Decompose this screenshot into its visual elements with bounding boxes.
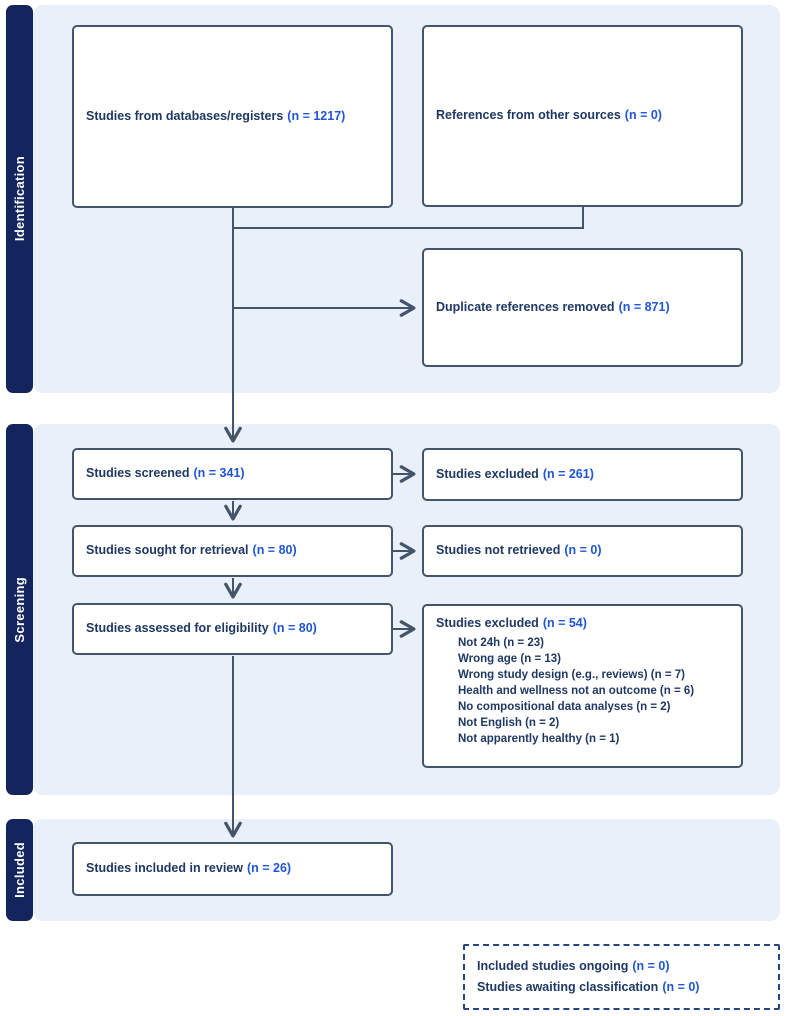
- box-label: Studies awaiting classification: [477, 980, 659, 994]
- exclusion-reason: Wrong age (n = 13): [458, 652, 561, 665]
- identification-label: Identification: [12, 156, 27, 242]
- sidebar-included: Included: [6, 819, 33, 921]
- box-references-other-sources: References from other sources(n = 0): [422, 25, 743, 207]
- exclusion-reason: Not apparently healthy (n = 1): [458, 732, 620, 745]
- box-text: Studies from databases/registers(n = 121…: [86, 109, 345, 125]
- box-count: (n = 871): [618, 299, 670, 314]
- box-count: (n = 0): [662, 980, 700, 994]
- box-label: Studies excluded: [436, 466, 539, 481]
- screening-label: Screening: [12, 576, 27, 643]
- box-label: Studies screened: [86, 466, 190, 481]
- included-label: Included: [12, 842, 27, 898]
- box-studies-screened: Studies screened(n = 341): [72, 448, 393, 500]
- box-count: (n = 80): [272, 621, 317, 636]
- exclusion-reason-list: Not 24h (n = 23) Wrong age (n = 13) Wron…: [458, 635, 694, 747]
- box-count: (n = 80): [252, 543, 297, 558]
- sidebar-screening: Screening: [6, 424, 33, 795]
- box-text: Duplicate references removed(n = 871): [436, 300, 670, 316]
- box-text: Studies included in review(n = 26): [86, 861, 291, 877]
- exclusion-reason: Not 24h (n = 23): [458, 636, 544, 649]
- box-label: Studies sought for retrieval: [86, 543, 249, 558]
- box-count: (n = 1217): [287, 108, 346, 123]
- box-text: Studies not retrieved(n = 0): [436, 543, 602, 559]
- box-studies-not-retrieved: Studies not retrieved(n = 0): [422, 525, 743, 577]
- box-studies-included-review: Studies included in review(n = 26): [72, 842, 393, 896]
- box-studies-assessed-eligibility: Studies assessed for eligibility(n = 80): [72, 603, 393, 655]
- exclusion-reason: Health and wellness not an outcome (n = …: [458, 684, 695, 697]
- box-count: (n = 0): [564, 543, 602, 558]
- box-text: Studies excluded(n = 54): [436, 616, 587, 632]
- sidebar-identification: Identification: [6, 5, 33, 393]
- box-label: Studies not retrieved: [436, 543, 561, 558]
- box-label: Duplicate references removed: [436, 299, 615, 314]
- box-label: References from other sources: [436, 108, 621, 123]
- box-studies-databases: Studies from databases/registers(n = 121…: [72, 25, 393, 208]
- box-count: (n = 261): [542, 466, 594, 481]
- box-label: Included studies ongoing: [477, 959, 629, 973]
- box-label: Studies excluded: [436, 616, 539, 630]
- box-count: (n = 0): [632, 959, 670, 973]
- ongoing-line: Included studies ongoing(n = 0): [477, 956, 778, 977]
- box-count: (n = 341): [193, 466, 245, 481]
- box-ongoing-awaiting: Included studies ongoing(n = 0) Studies …: [463, 944, 780, 1010]
- box-text: Studies screened(n = 341): [86, 466, 245, 482]
- box-studies-excluded-eligibility: Studies excluded(n = 54) Not 24h (n = 23…: [422, 604, 743, 768]
- box-duplicates-removed: Duplicate references removed(n = 871): [422, 248, 743, 367]
- box-studies-sought-retrieval: Studies sought for retrieval(n = 80): [72, 525, 393, 577]
- awaiting-line: Studies awaiting classification(n = 0): [477, 977, 778, 998]
- box-text: Studies sought for retrieval(n = 80): [86, 543, 297, 559]
- box-text: References from other sources(n = 0): [436, 108, 662, 124]
- box-label: Studies from databases/registers: [86, 108, 284, 123]
- box-label: Studies included in review: [86, 861, 243, 876]
- box-text: Studies excluded(n = 261): [436, 467, 594, 483]
- exclusion-reason: Wrong study design (e.g., reviews) (n = …: [458, 668, 685, 681]
- exclusion-reason: Not English (n = 2): [458, 716, 560, 729]
- exclusion-reason: No compositional data analyses (n = 2): [458, 700, 671, 713]
- box-text: Studies assessed for eligibility(n = 80): [86, 621, 317, 637]
- box-count: (n = 54): [542, 616, 587, 630]
- box-studies-excluded-screening: Studies excluded(n = 261): [422, 448, 743, 501]
- box-count: (n = 0): [624, 108, 662, 123]
- box-count: (n = 26): [246, 861, 292, 876]
- box-label: Studies assessed for eligibility: [86, 621, 269, 636]
